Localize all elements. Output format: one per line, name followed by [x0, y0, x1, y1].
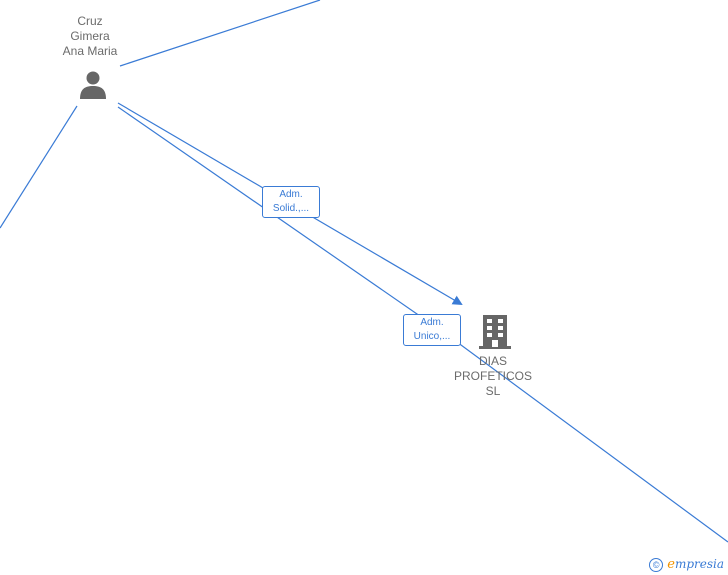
brand-initial: e	[667, 557, 675, 572]
person-node-label[interactable]: Cruz Gimera Ana Maria	[62, 14, 118, 58]
edge-label-solidario[interactable]: Adm. Solid.,...	[262, 186, 320, 218]
brand-name: mpresia	[674, 557, 724, 571]
company-node-label[interactable]: DIAS PROFETICOS SL	[453, 354, 532, 398]
building-icon[interactable]	[478, 313, 512, 349]
edge-label-line2: Solid.,...	[272, 203, 310, 214]
edge-line-offscreen-left	[0, 105, 78, 229]
edge-line-offscreen-top	[119, 0, 321, 67]
edge-label-line2: Unico,...	[413, 331, 451, 342]
person-icon[interactable]	[78, 70, 108, 100]
copyright-icon: ©	[649, 557, 664, 572]
edge-label-line1: Adm.	[279, 189, 303, 200]
edge-label-unico[interactable]: Adm. Unico,...	[403, 314, 461, 346]
empresia-brand[interactable]: © empresia	[649, 557, 724, 572]
edge-label-line1: Adm.	[420, 317, 444, 328]
